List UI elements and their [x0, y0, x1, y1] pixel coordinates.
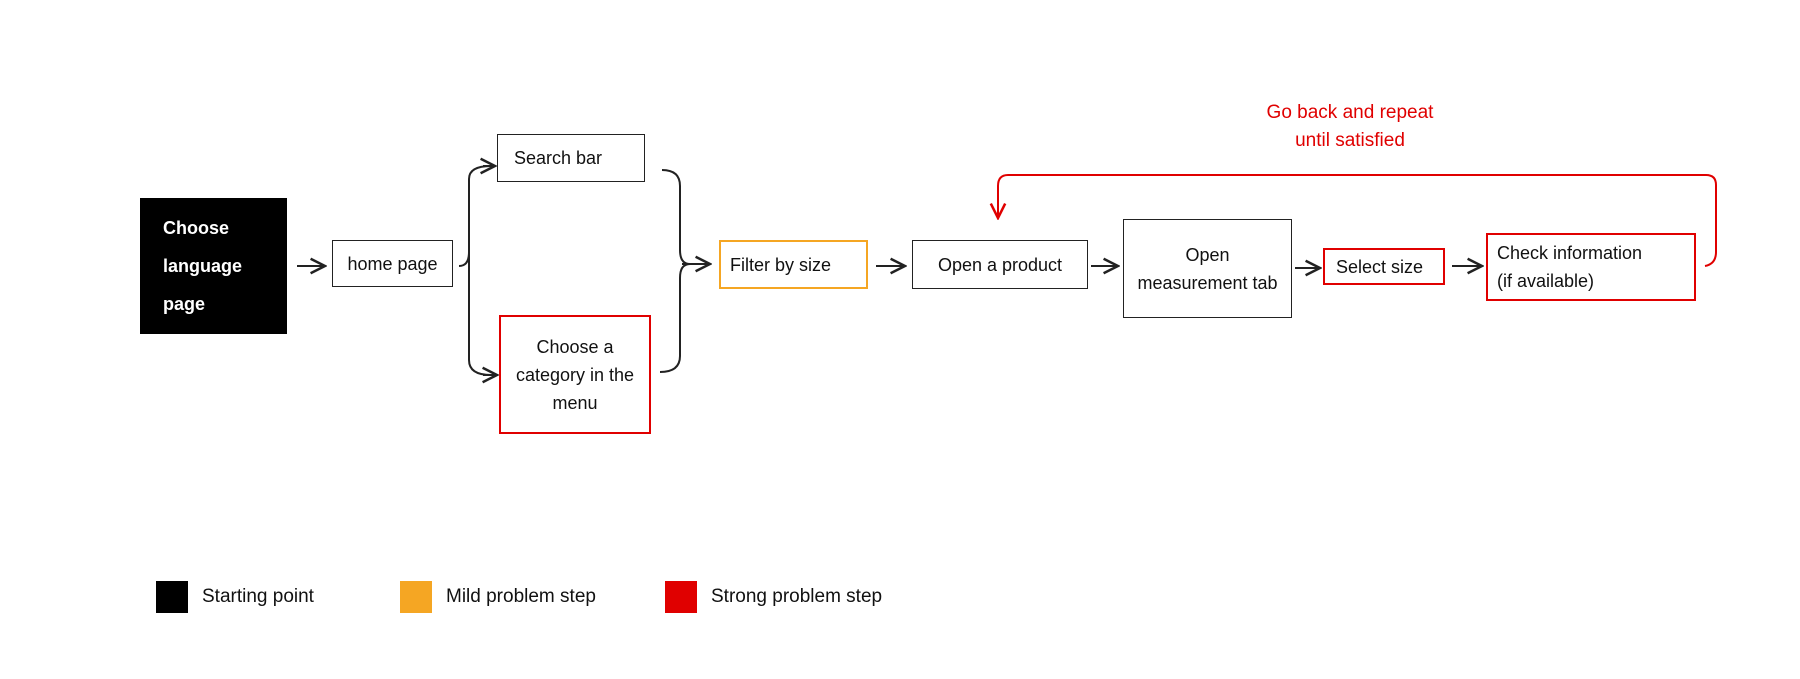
- node-choose-language: Choose language page: [140, 198, 287, 334]
- legend-swatch-black: [156, 581, 188, 613]
- node-choose-category: Choose a category in the menu: [499, 315, 651, 434]
- branch-merge-connector: [661, 169, 691, 265]
- loop-back-arrow: [998, 174, 1717, 267]
- node-check-information: Check information (if available): [1486, 233, 1696, 301]
- node-search-bar-label: Search bar: [514, 148, 603, 168]
- node-open-measurement-label: Open measurement tab: [1137, 244, 1278, 293]
- legend-mild-label: Mild problem step: [446, 586, 596, 607]
- legend-starting-point: Starting point: [156, 581, 314, 613]
- loop-note: Go back and repeat until satisfied: [1266, 102, 1434, 151]
- node-check-information-label: Check information (if available): [1497, 243, 1643, 291]
- branch-split-lower: [468, 252, 492, 376]
- node-home-page: home page: [332, 240, 453, 287]
- branch-split-connector: [458, 165, 492, 267]
- node-choose-category-label: Choose a category in the menu: [515, 336, 635, 413]
- node-home-page-label: home page: [347, 253, 438, 274]
- branch-merge-lower: [659, 263, 691, 373]
- legend-starting-point-label: Starting point: [202, 586, 314, 607]
- node-open-product: Open a product: [912, 240, 1088, 289]
- node-choose-language-label: Choose language page: [163, 218, 243, 314]
- legend-swatch-red: [665, 581, 697, 613]
- node-select-size: Select size: [1323, 248, 1445, 285]
- node-select-size-label: Select size: [1336, 256, 1424, 277]
- node-filter-by-size-label: Filter by size: [730, 254, 832, 275]
- node-search-bar: Search bar: [497, 134, 645, 182]
- legend-mild: Mild problem step: [400, 581, 596, 613]
- legend-strong: Strong problem step: [665, 581, 882, 613]
- legend-swatch-orange: [400, 581, 432, 613]
- node-open-measurement: Open measurement tab: [1123, 219, 1292, 318]
- node-open-product-label: Open a product: [937, 254, 1063, 275]
- legend-strong-label: Strong problem step: [711, 586, 883, 607]
- node-filter-by-size: Filter by size: [719, 240, 868, 289]
